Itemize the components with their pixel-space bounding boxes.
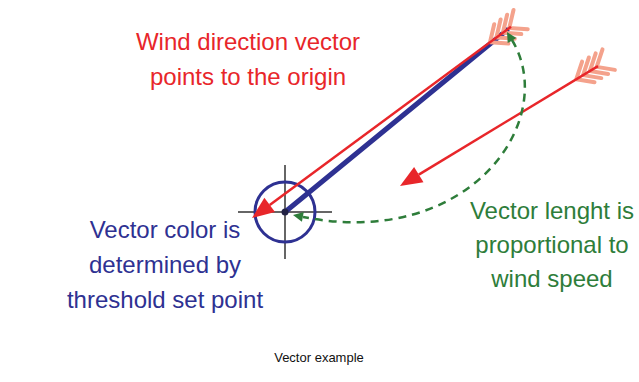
figure-caption: Vector example — [219, 349, 419, 367]
direction-arrow — [400, 49, 615, 186]
color-note: Vector color is determined by threshold … — [55, 212, 275, 317]
origin-dot — [282, 209, 289, 216]
length-arc — [293, 32, 525, 222]
wind-vector-line — [285, 30, 507, 212]
direction-note: Wind direction vector points to the orig… — [123, 24, 373, 94]
length-note: Vector lenght is proportional to wind sp… — [468, 194, 636, 296]
